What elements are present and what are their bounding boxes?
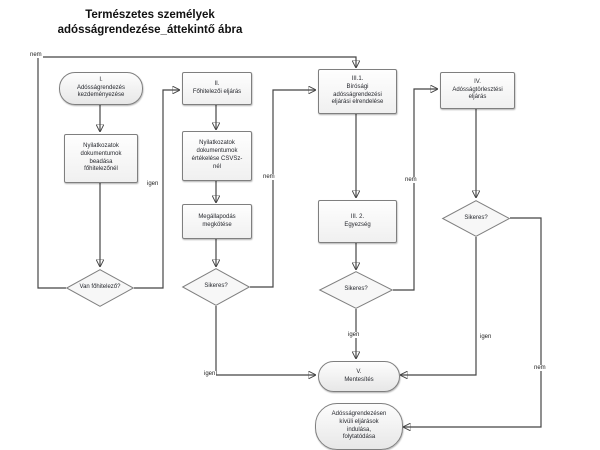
node-has-main-creditor-decision: Van főhitelező? xyxy=(66,269,134,307)
diagram-title: Természetes személyek adósságrendezése_á… xyxy=(57,9,243,36)
edge-ok-repayment-to-discharge xyxy=(401,237,477,375)
node-label: Sikeres? xyxy=(344,286,368,293)
edge-fail-main-to-court xyxy=(250,90,315,288)
node-success-main-decision: Sikeres? xyxy=(182,268,250,306)
edge-label-fail-main: nem xyxy=(262,174,276,180)
node-main-creditor-procedure: II. Főhitelezői eljárás xyxy=(182,72,252,105)
node-discharge-terminator: V. Mentesítés xyxy=(318,361,400,392)
node-label: III.1. Bírósági adósságrendezési eljárás… xyxy=(331,75,384,106)
node-label: Van főhitelező? xyxy=(79,284,121,291)
edge-label-ok-court: igen xyxy=(347,332,361,338)
node-label: Nyilatkozatok dokumentumok beadása főhit… xyxy=(80,142,122,173)
node-label: III. 2. Egyezség xyxy=(344,213,371,228)
diamond-shape xyxy=(182,268,250,306)
node-label: Nyilatkozatok dokumentumok értékelése CS… xyxy=(191,140,243,170)
edge-label-ok-repayment: igen xyxy=(479,334,493,340)
node-label: Sikeres? xyxy=(464,214,488,221)
node-success-court-decision: Sikeres? xyxy=(319,271,393,309)
node-label: I. Adósságrendezés kezdeményezése xyxy=(76,76,126,99)
edge-label-fail-repayment: nem xyxy=(533,365,547,371)
edge-ok-main-to-discharge xyxy=(215,306,315,375)
node-success-repayment-decision: Sikeres? xyxy=(442,200,510,237)
node-label: Megállapodás megkötése xyxy=(198,213,236,228)
edge-fail-court-to-repayment xyxy=(393,89,437,291)
node-eval-docs: Nyilatkozatok dokumentumok értékelése CS… xyxy=(182,131,252,181)
node-label: II. Főhitelezői eljárás xyxy=(192,80,242,95)
node-start-terminator: I. Adósságrendezés kezdeményezése xyxy=(59,72,143,105)
diamond-shape xyxy=(319,271,393,309)
diamond-shape xyxy=(442,200,510,237)
node-repayment-procedure: IV. Adósságtörlesztési eljárás xyxy=(440,72,515,109)
edge-label-no-creditor: nem xyxy=(29,52,43,58)
edge-fail-repayment-to-outside xyxy=(404,217,542,427)
node-label: V. Mentesítés xyxy=(344,368,374,383)
node-agreement: Megállapodás megkötése xyxy=(182,204,252,239)
edge-label-ok-main: igen xyxy=(203,371,217,377)
node-label: IV. Adósságtörlesztési eljárás xyxy=(452,78,503,101)
node-label: Sikeres? xyxy=(204,283,228,290)
edge-label-fail-court: nem xyxy=(404,177,418,183)
diamond-shape xyxy=(66,269,134,307)
node-settlement: III. 2. Egyezség xyxy=(318,200,397,243)
edge-label-yes-creditor: igen xyxy=(146,181,160,187)
node-court-order: III.1. Bírósági adósságrendezési eljárás… xyxy=(318,69,397,114)
node-submit-docs: Nyilatkozatok dokumentumok beadása főhit… xyxy=(64,134,138,183)
node-outside-procedures-terminator: Adósságrendezésen kívüli eljárások indul… xyxy=(315,403,403,450)
node-label: Adósságrendezésen kívüli eljárások indul… xyxy=(331,410,387,441)
edge-yes-creditor-to-main-proc xyxy=(134,90,179,289)
